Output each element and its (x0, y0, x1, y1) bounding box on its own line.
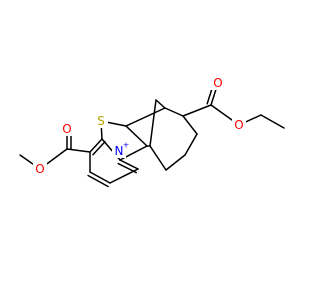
molecule-structure: S N + O O O O (19, 76, 285, 188)
bond-ring-junction (125, 125, 148, 147)
atom-label-sulfur: S (97, 114, 105, 128)
bond-bicyclic-5 (184, 133, 198, 156)
bond-bicyclic-6 (165, 154, 186, 171)
bond-bicyclic-4 (182, 115, 198, 135)
bond-bridge-2 (149, 99, 157, 147)
charge-label-positive: + (123, 141, 130, 150)
bond-aromatic-5 (89, 138, 103, 153)
bond-aromatic-2 (109, 168, 139, 184)
atom-label-carbonyl-oxygen-methyl-ester: O (62, 122, 71, 136)
bond-aromatic-5-second-line (92, 140, 106, 156)
atom-label-ester-oxygen-ethyl-ester: O (234, 118, 243, 132)
bond-bicyclic-7 (149, 145, 167, 171)
atom-label-ester-oxygen-methyl-ester: O (35, 162, 44, 176)
atom-label-nitrogen: N (115, 144, 124, 158)
bond-layer (19, 81, 285, 188)
bond-aromatic-3-second-line (87, 174, 109, 188)
atom-label-layer: S N + O O O O (33, 76, 246, 176)
bond-bicyclic-3 (164, 107, 184, 117)
bond-bicyclic-1 (125, 107, 166, 127)
bond-bridge-1 (155, 99, 166, 109)
bond-aromatic-3 (89, 171, 111, 184)
bond-n-c-aromatic (119, 159, 139, 170)
atom-label-carbonyl-oxygen-ethyl-ester: O (213, 76, 222, 90)
bond-ring-to-ethyl-ester-carbon (182, 104, 212, 117)
bond-ethyl-ch3 (260, 114, 285, 129)
